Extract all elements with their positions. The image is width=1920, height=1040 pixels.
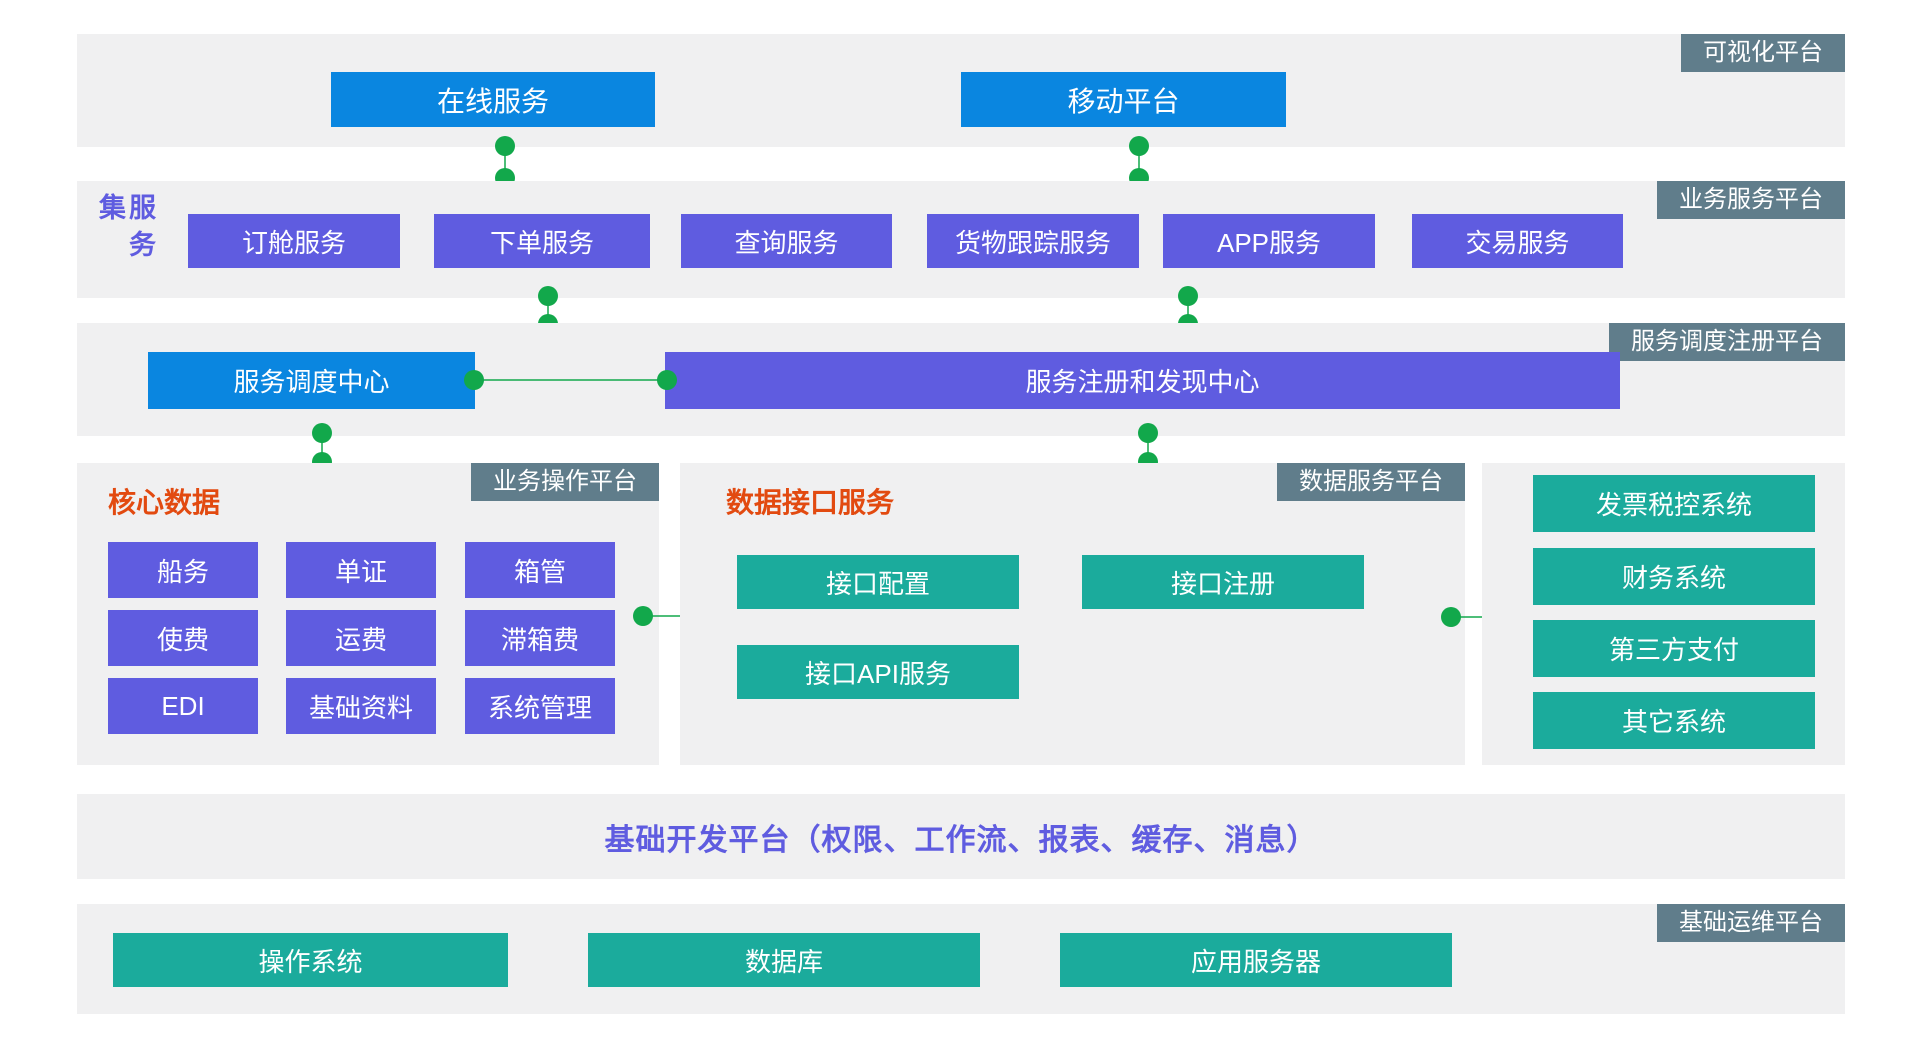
node-app-service: APP服务 xyxy=(1163,214,1375,268)
connector-line xyxy=(1187,296,1189,324)
connector-line xyxy=(321,433,323,462)
node-trade-service: 交易服务 xyxy=(1412,214,1623,268)
core-data-title: 核心数据 xyxy=(108,487,221,518)
connector-line xyxy=(1138,146,1140,178)
node-database: 数据库 xyxy=(588,933,980,987)
data-interface-title: 数据接口服务 xyxy=(726,487,895,518)
connector-dot xyxy=(1138,423,1158,443)
connector-dot xyxy=(464,370,484,390)
connector-line xyxy=(1147,433,1149,462)
data-service-platform-badge: 数据服务平台 xyxy=(1277,463,1465,501)
node-other-systems: 其它系统 xyxy=(1533,692,1815,749)
connector-dot xyxy=(657,370,677,390)
connector-line xyxy=(643,615,692,617)
base-ops-layer-band: 基础运维平台 操作系统 数据库 应用服务器 xyxy=(77,904,1845,1014)
node-edi: EDI xyxy=(108,678,258,734)
connector-line xyxy=(1451,616,1498,618)
dispatch-registry-layer-band: 服务调度注册平台 服务调度中心 服务注册和发现中心 xyxy=(77,323,1845,436)
node-invoice-tax-system: 发票税控系统 xyxy=(1533,475,1815,532)
base-dev-platform-title: 基础开发平台（权限、工作流、报表、缓存、消息） xyxy=(604,823,1318,857)
node-order-service: 下单服务 xyxy=(434,214,650,268)
node-interface-registry: 接口注册 xyxy=(1082,555,1364,609)
connector-dot xyxy=(1129,136,1149,156)
base-ops-platform-badge: 基础运维平台 xyxy=(1657,904,1845,942)
node-cargo-tracking-service: 货物跟踪服务 xyxy=(927,214,1139,268)
node-container-mgmt: 箱管 xyxy=(465,542,615,598)
dispatch-registry-platform-badge: 服务调度注册平台 xyxy=(1609,323,1845,361)
external-systems-panel: 发票税控系统 财务系统 第三方支付 其它系统 xyxy=(1482,463,1845,765)
connector-dot xyxy=(312,423,332,443)
node-shipping: 船务 xyxy=(108,542,258,598)
node-base-data: 基础资料 xyxy=(286,678,436,734)
node-mobile-platform: 移动平台 xyxy=(961,72,1286,127)
node-query-service: 查询服务 xyxy=(681,214,892,268)
data-service-panel: 数据服务平台 数据接口服务 接口配置 接口注册 接口API服务 xyxy=(680,463,1465,765)
node-charges: 使费 xyxy=(108,610,258,666)
node-demurrage: 滞箱费 xyxy=(465,610,615,666)
connector-line xyxy=(504,146,506,178)
node-service-registry-center: 服务注册和发现中心 xyxy=(665,352,1620,409)
business-service-layer-band: 业务服务平台 服务集 订舱服务 下单服务 查询服务 货物跟踪服务 APP服务 交… xyxy=(77,181,1845,298)
connector-line xyxy=(547,296,549,324)
connector-dot xyxy=(538,286,558,306)
node-online-service: 在线服务 xyxy=(331,72,655,127)
service-set-label: 服务集 xyxy=(95,193,155,267)
node-freight: 运费 xyxy=(286,610,436,666)
base-dev-layer-band: 基础开发平台（权限、工作流、报表、缓存、消息） xyxy=(77,794,1845,879)
connector-line xyxy=(474,379,667,381)
node-app-server: 应用服务器 xyxy=(1060,933,1452,987)
visualization-platform-badge: 可视化平台 xyxy=(1681,34,1845,72)
node-interface-config: 接口配置 xyxy=(737,555,1019,609)
node-third-party-payment: 第三方支付 xyxy=(1533,620,1815,677)
node-booking-service: 订舱服务 xyxy=(188,214,400,268)
connector-dot xyxy=(495,136,515,156)
node-finance-system: 财务系统 xyxy=(1533,548,1815,605)
business-operation-panel: 业务操作平台 核心数据 船务 单证 箱管 使费 运费 滞箱费 EDI 基础资料 … xyxy=(77,463,659,765)
node-interface-api-service: 接口API服务 xyxy=(737,645,1019,699)
connector-dot xyxy=(1178,286,1198,306)
node-operating-system: 操作系统 xyxy=(113,933,508,987)
connector-dot xyxy=(633,606,653,626)
node-service-dispatch-center: 服务调度中心 xyxy=(148,352,475,409)
business-operation-platform-badge: 业务操作平台 xyxy=(471,463,659,501)
visualization-layer-band: 可视化平台 在线服务 移动平台 xyxy=(77,34,1845,147)
node-system-mgmt: 系统管理 xyxy=(465,678,615,734)
connector-dot xyxy=(1441,607,1461,627)
business-service-platform-badge: 业务服务平台 xyxy=(1657,181,1845,219)
node-documents: 单证 xyxy=(286,542,436,598)
